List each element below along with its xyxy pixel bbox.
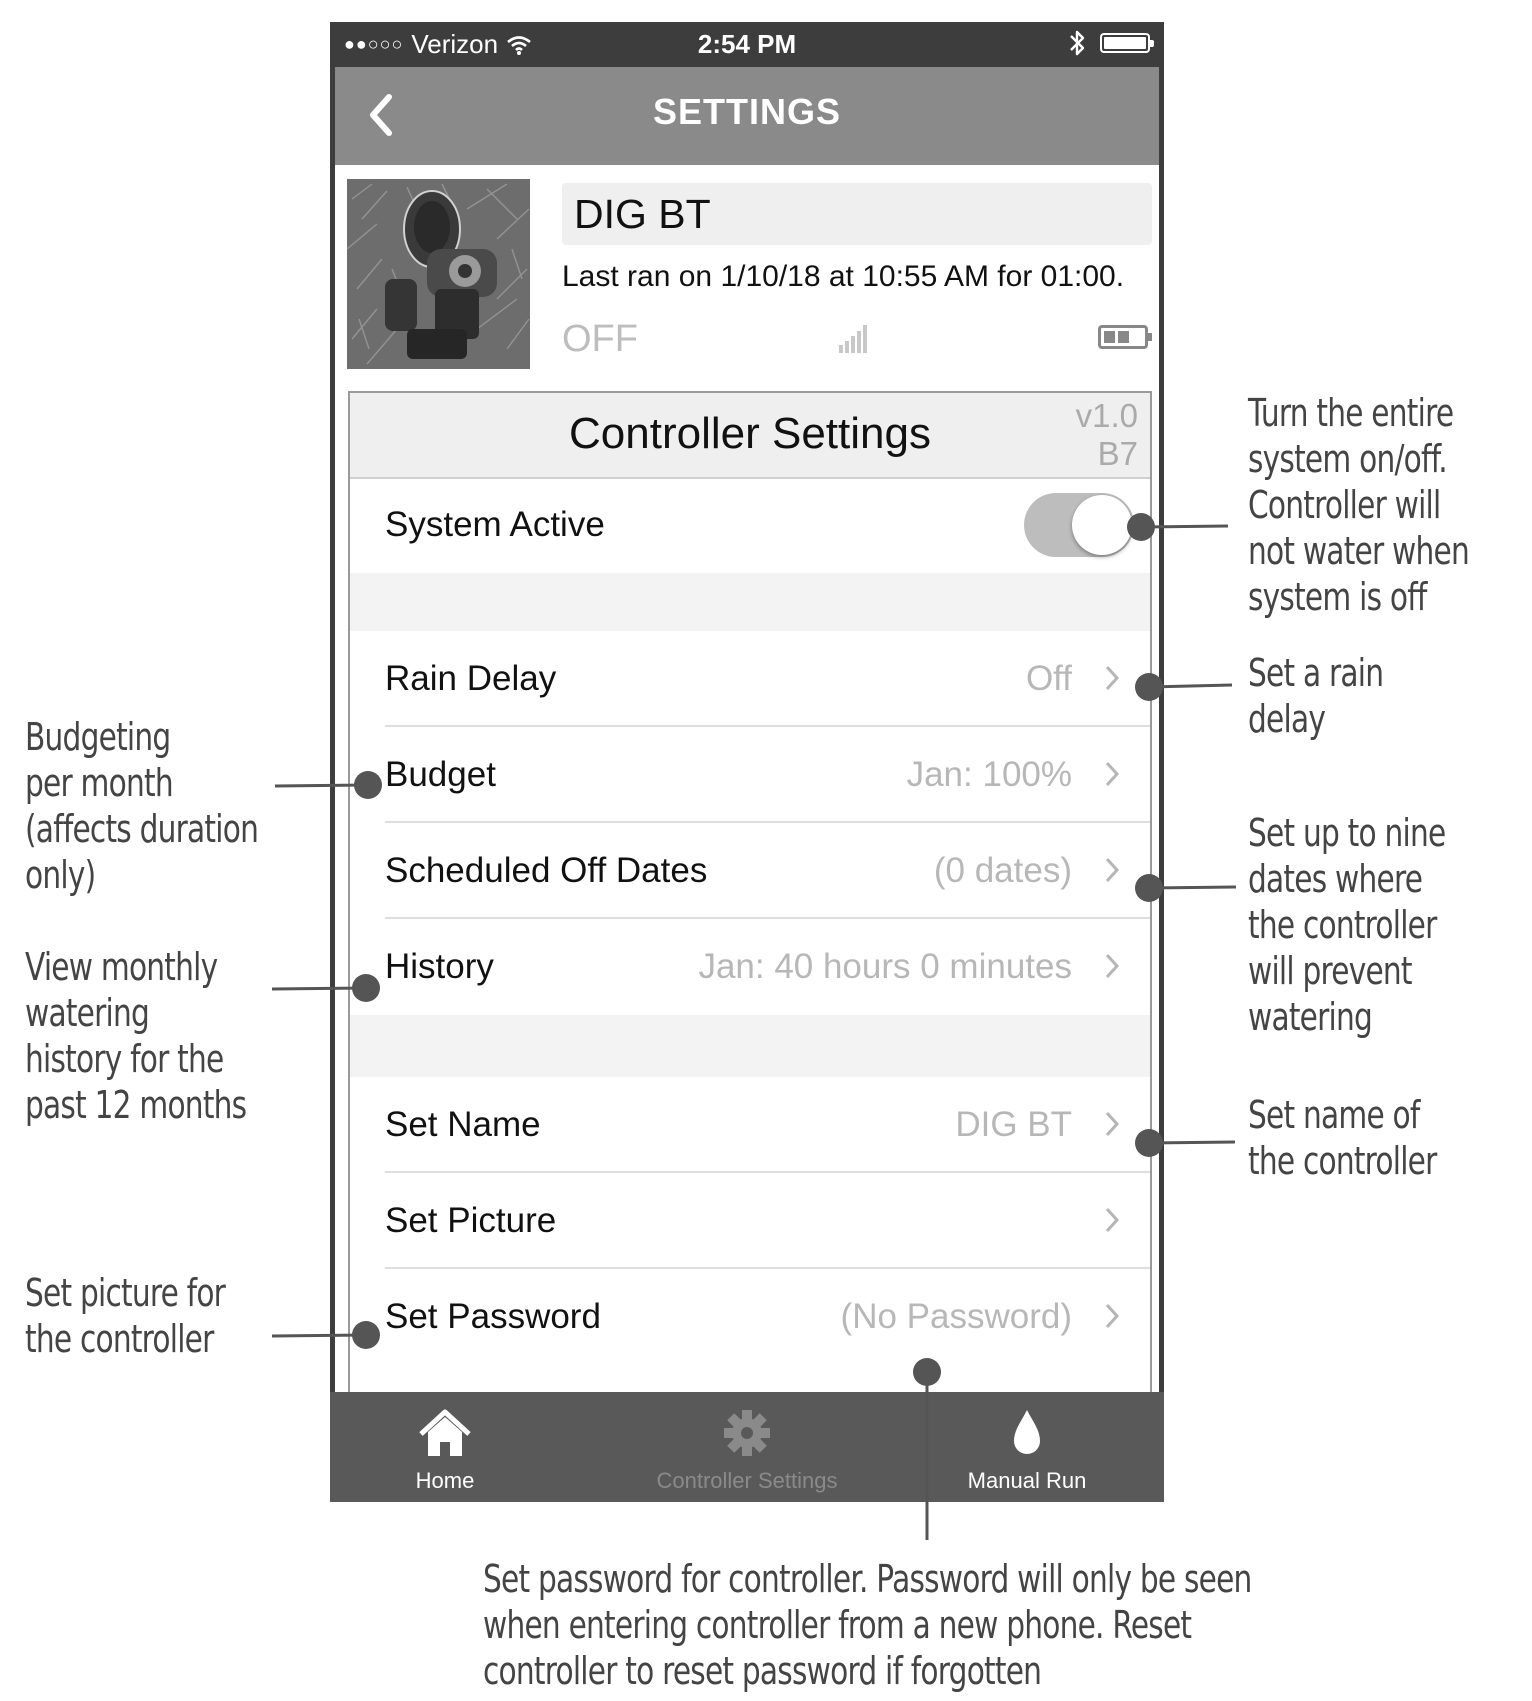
set-picture-label: Set Picture [385,1201,557,1240]
page-title: SETTINGS [652,91,842,132]
tab-manual-run-label: Manual Run [967,1468,1087,1493]
tab-bar: Home Controller Settings [330,1392,1164,1502]
set-password-label: Set Password [385,1297,601,1336]
row-set-name[interactable]: Set Name DIG BT [350,1077,1150,1173]
version-label: v1.0 B7 [1076,397,1138,473]
chevron-right-icon [1105,761,1120,787]
version-number: v1.0 [1075,397,1138,434]
device-battery-icon [1098,325,1152,349]
controller-settings-panel: Controller Settings v1.0 B7 System Activ… [348,391,1152,1401]
status-time: 2:54 PM [697,29,797,59]
row-scheduled-off-dates[interactable]: Scheduled Off Dates (0 dates) [350,823,1150,919]
row-set-picture[interactable]: Set Picture [350,1173,1150,1269]
build-number: B7 [1097,435,1138,472]
section-gap [350,1015,1150,1077]
back-chevron-icon[interactable] [361,85,401,145]
status-bar: ●●○○○ Verizon 2:54 PM [330,22,1164,67]
chevron-right-icon [1105,1207,1120,1233]
rain-delay-label: Rain Delay [385,659,557,698]
nav-bar: SETTINGS [335,67,1159,165]
bluetooth-icon [1070,30,1085,56]
set-password-value: (No Password) [840,1297,1072,1336]
home-icon [419,1409,471,1456]
history-value: Jan: 40 hours 0 minutes [698,947,1072,986]
budget-label: Budget [385,755,496,794]
tab-home-label: Home [415,1468,475,1493]
scheduled-off-dates-value: (0 dates) [933,851,1072,890]
row-rain-delay[interactable]: Rain Delay Off [350,631,1150,727]
chevron-right-icon [1105,665,1120,691]
rain-delay-value: Off [1025,659,1072,698]
controller-photo[interactable] [347,179,530,369]
last-ran-text: Last ran on 1/10/18 at 10:55 AM for 01:0… [562,260,1125,293]
history-label: History [385,947,494,986]
battery-icon [1100,33,1154,53]
device-name: DIG BT [574,191,711,237]
chevron-right-icon [1105,1303,1120,1329]
row-history[interactable]: History Jan: 40 hours 0 minutes [350,919,1150,1015]
row-set-password[interactable]: Set Password (No Password) [350,1269,1150,1365]
annotation-set-password: Set password for controller. Password wi… [483,1557,1252,1693]
phone-frame: ●●○○○ Verizon 2:54 PM SETTINGS [330,22,1164,1502]
row-budget[interactable]: Budget Jan: 100% [350,727,1150,823]
device-state: OFF [562,318,638,360]
tab-manual-run[interactable]: Manual Run [912,1392,1142,1502]
chevron-right-icon [1105,953,1120,979]
tab-home[interactable]: Home [330,1392,560,1502]
tab-controller-settings[interactable]: Controller Settings [632,1392,862,1502]
system-active-toggle[interactable] [1024,493,1134,557]
signal-dots: ●●○○○ [344,34,404,54]
set-name-label: Set Name [385,1105,541,1144]
settings-content: DIG BT Last ran on 1/10/18 at 10:55 AM f… [335,165,1159,1415]
budget-value: Jan: 100% [906,755,1072,794]
water-drop-icon [1014,1410,1040,1454]
tab-controller-settings-label: Controller Settings [656,1468,838,1493]
section-gap [350,573,1150,631]
device-name-box: DIG BT [562,183,1152,245]
wifi-icon [507,35,531,55]
carrier-label: Verizon [411,29,499,59]
scheduled-off-dates-label: Scheduled Off Dates [385,851,708,890]
chevron-right-icon [1105,1111,1120,1137]
set-name-value: DIG BT [955,1105,1072,1144]
chevron-right-icon [1105,857,1120,883]
signal-strength-icon [839,325,867,353]
panel-title: Controller Settings [569,409,931,458]
gear-icon [724,1410,770,1456]
row-system-active: System Active [350,477,1150,573]
panel-header: Controller Settings v1.0 B7 [350,393,1150,479]
system-active-label: System Active [385,505,605,544]
